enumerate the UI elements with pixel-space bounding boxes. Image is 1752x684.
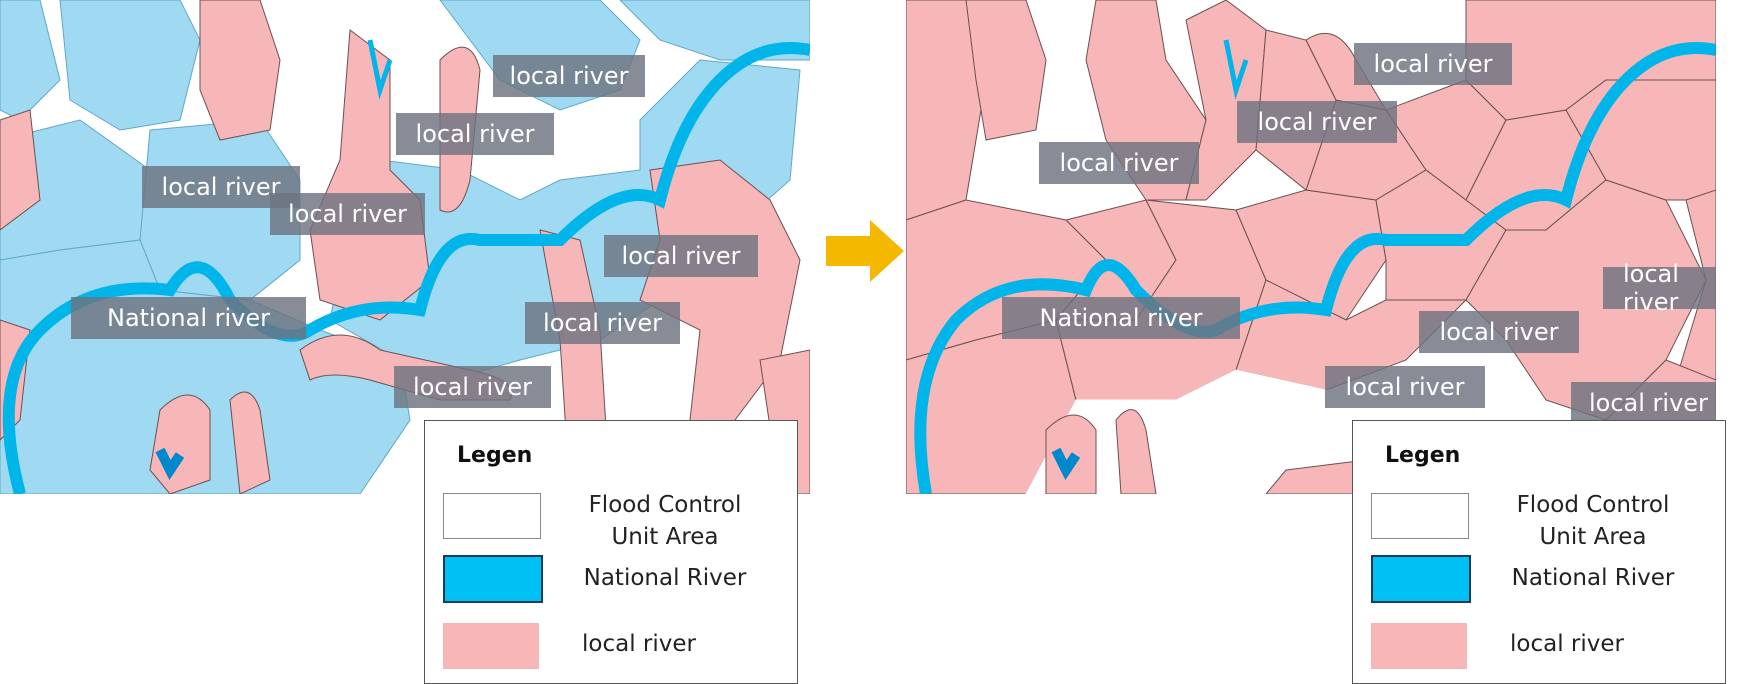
- map-label-local-river: local river: [396, 113, 554, 155]
- legend-before: Legen Flood Control Unit Area National R…: [424, 420, 798, 684]
- legend-title: Legen: [1385, 443, 1461, 468]
- flood-control-area-swatch: [1371, 493, 1469, 539]
- legend-after: Legen Flood Control Unit Area National R…: [1352, 420, 1726, 684]
- national-river-label: National River: [1511, 565, 1675, 591]
- map-label-national-river: National river: [1002, 297, 1240, 339]
- national-river-label: National River: [583, 565, 747, 591]
- map-label-local-river: local river: [394, 366, 551, 408]
- map-label-local-river: local river: [1603, 260, 1716, 316]
- local-river-swatch: [1371, 623, 1467, 669]
- flood-control-area-label-line1: Flood Control: [1516, 492, 1670, 518]
- flood-control-area-label: Flood Control Unit Area: [1493, 489, 1693, 553]
- national-river-swatch: [1371, 555, 1471, 603]
- flood-control-area-label-line2: Unit Area: [611, 524, 719, 550]
- map-label-local-river: local river: [1325, 366, 1485, 408]
- map-label-local-river: local river: [1354, 43, 1512, 85]
- national-river-swatch: [443, 555, 543, 603]
- map-label-local-river: local river: [493, 55, 645, 97]
- map-label-local-river: local river: [525, 302, 680, 344]
- flood-control-area-label-line1: Flood Control: [588, 492, 742, 518]
- local-river-label: local river: [1510, 631, 1624, 657]
- map-label-local-river: local river: [1039, 142, 1199, 184]
- local-river-label: local river: [582, 631, 696, 657]
- map-label-local-river: local river: [1237, 101, 1397, 143]
- map-label-local-river: local river: [270, 193, 425, 235]
- map-label-local-river: local river: [604, 235, 758, 277]
- local-river-swatch: [443, 623, 539, 669]
- flood-control-area-swatch: [443, 493, 541, 539]
- map-label-local-river: local river: [1419, 311, 1579, 353]
- flood-control-area-label-line2: Unit Area: [1539, 524, 1647, 550]
- right-arrow-icon: [826, 220, 904, 282]
- map-label-national-river: National river: [71, 297, 306, 339]
- flood-control-area-label: Flood Control Unit Area: [565, 489, 765, 553]
- legend-title: Legen: [457, 443, 533, 468]
- map-label-local-river: local river: [1571, 382, 1716, 424]
